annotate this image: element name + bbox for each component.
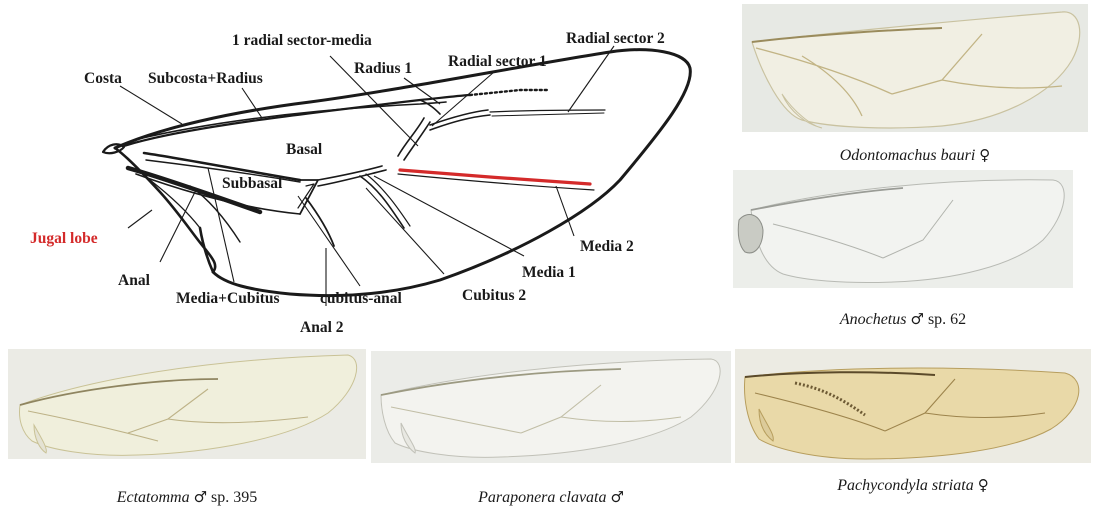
specimen-id: sp. 395 <box>211 489 257 506</box>
photo-paraponera <box>371 351 731 463</box>
female-symbol-icon: ♀ <box>979 146 990 164</box>
photo-odontomachus <box>742 4 1088 132</box>
caption-pachycondyla: Pachycondyla striata ♀ <box>735 476 1091 495</box>
male-symbol-icon: ♂ <box>910 310 923 328</box>
label-basal: Basal <box>286 141 323 158</box>
label-subcosta-radius: Subcosta+Radius <box>148 70 263 87</box>
label-jugal-lobe: Jugal lobe <box>30 230 98 247</box>
label-cubitus-anal: cubitus-anal <box>320 290 403 307</box>
male-symbol-icon: ♂ <box>610 488 623 506</box>
wing-veins <box>124 90 605 246</box>
photo-ectatomma <box>8 349 366 459</box>
species-name: Anochetus <box>840 311 907 328</box>
species-name: Paraponera clavata <box>478 489 606 506</box>
label-radius-1: Radius 1 <box>354 60 412 77</box>
label-subbasal: Subbasal <box>222 175 283 192</box>
label-media-1: Media 1 <box>522 264 576 281</box>
species-name: Odontomachus bauri <box>840 147 976 164</box>
male-symbol-icon: ♂ <box>194 488 207 506</box>
photo-pachycondyla <box>735 349 1091 463</box>
label-media-2: Media 2 <box>580 238 634 255</box>
label-anal: Anal <box>118 272 151 289</box>
wing-venation-diagram: Costa Subcosta+Radius 1 radial sector-me… <box>0 0 735 345</box>
label-radial-sector-2: Radial sector 2 <box>566 30 665 47</box>
label-anal-2: Anal 2 <box>300 319 344 336</box>
label-radial-sector-1: Radial sector 1 <box>448 53 547 70</box>
caption-odontomachus: Odontomachus bauri ♀ <box>742 146 1088 165</box>
species-name: Pachycondyla striata <box>837 477 973 494</box>
label-costa: Costa <box>84 70 122 87</box>
caption-ectatomma: Ectatomma ♂ sp. 395 <box>8 488 366 507</box>
female-symbol-icon: ♀ <box>978 476 989 494</box>
specimen-id: sp. 62 <box>928 311 966 328</box>
photo-anochetus <box>733 170 1073 288</box>
label-cubitus-2: Cubitus 2 <box>462 287 526 304</box>
caption-anochetus: Anochetus ♂ sp. 62 <box>733 310 1073 329</box>
label-1-radial-sector-media: 1 radial sector-media <box>232 32 372 49</box>
species-name: Ectatomma <box>117 489 190 506</box>
label-media-cubitus: Media+Cubitus <box>176 290 280 307</box>
caption-paraponera: Paraponera clavata ♂ <box>371 488 731 507</box>
